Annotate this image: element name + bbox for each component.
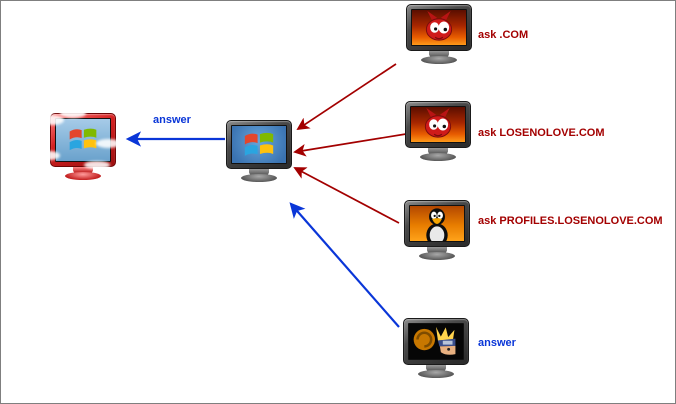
freebsd-daemon-icon: [410, 106, 466, 143]
freebsd-daemon-icon: [411, 9, 467, 46]
resolver-computer: [226, 120, 292, 182]
tld-dns-server-computer: [405, 101, 471, 161]
authoritative-dns-server-computer: [404, 200, 470, 260]
anime-avatar-icon: [408, 323, 464, 360]
query-label-authoritative: ask PROFILES.LOSENOLOVE.COM: [478, 215, 663, 227]
answer-label-to-client: answer: [153, 114, 191, 126]
windows-logo-icon: [231, 125, 287, 164]
windows-logo-icon: [55, 118, 111, 162]
query-arrow-auth: [293, 167, 400, 224]
root-dns-server-computer: [406, 4, 472, 64]
query-arrow-root: [296, 63, 397, 131]
answer-server-computer: [403, 318, 469, 378]
query-label-root: ask .COM: [478, 29, 529, 41]
answer-label-from-server: answer: [478, 337, 516, 349]
query-arrow-tld: [293, 133, 407, 157]
tux-icon: [409, 205, 465, 242]
query-label-tld: ask LOSENOLOVE.COM: [478, 127, 605, 139]
client-computer: [40, 109, 120, 180]
answer-arrow-from-server: [289, 202, 400, 328]
